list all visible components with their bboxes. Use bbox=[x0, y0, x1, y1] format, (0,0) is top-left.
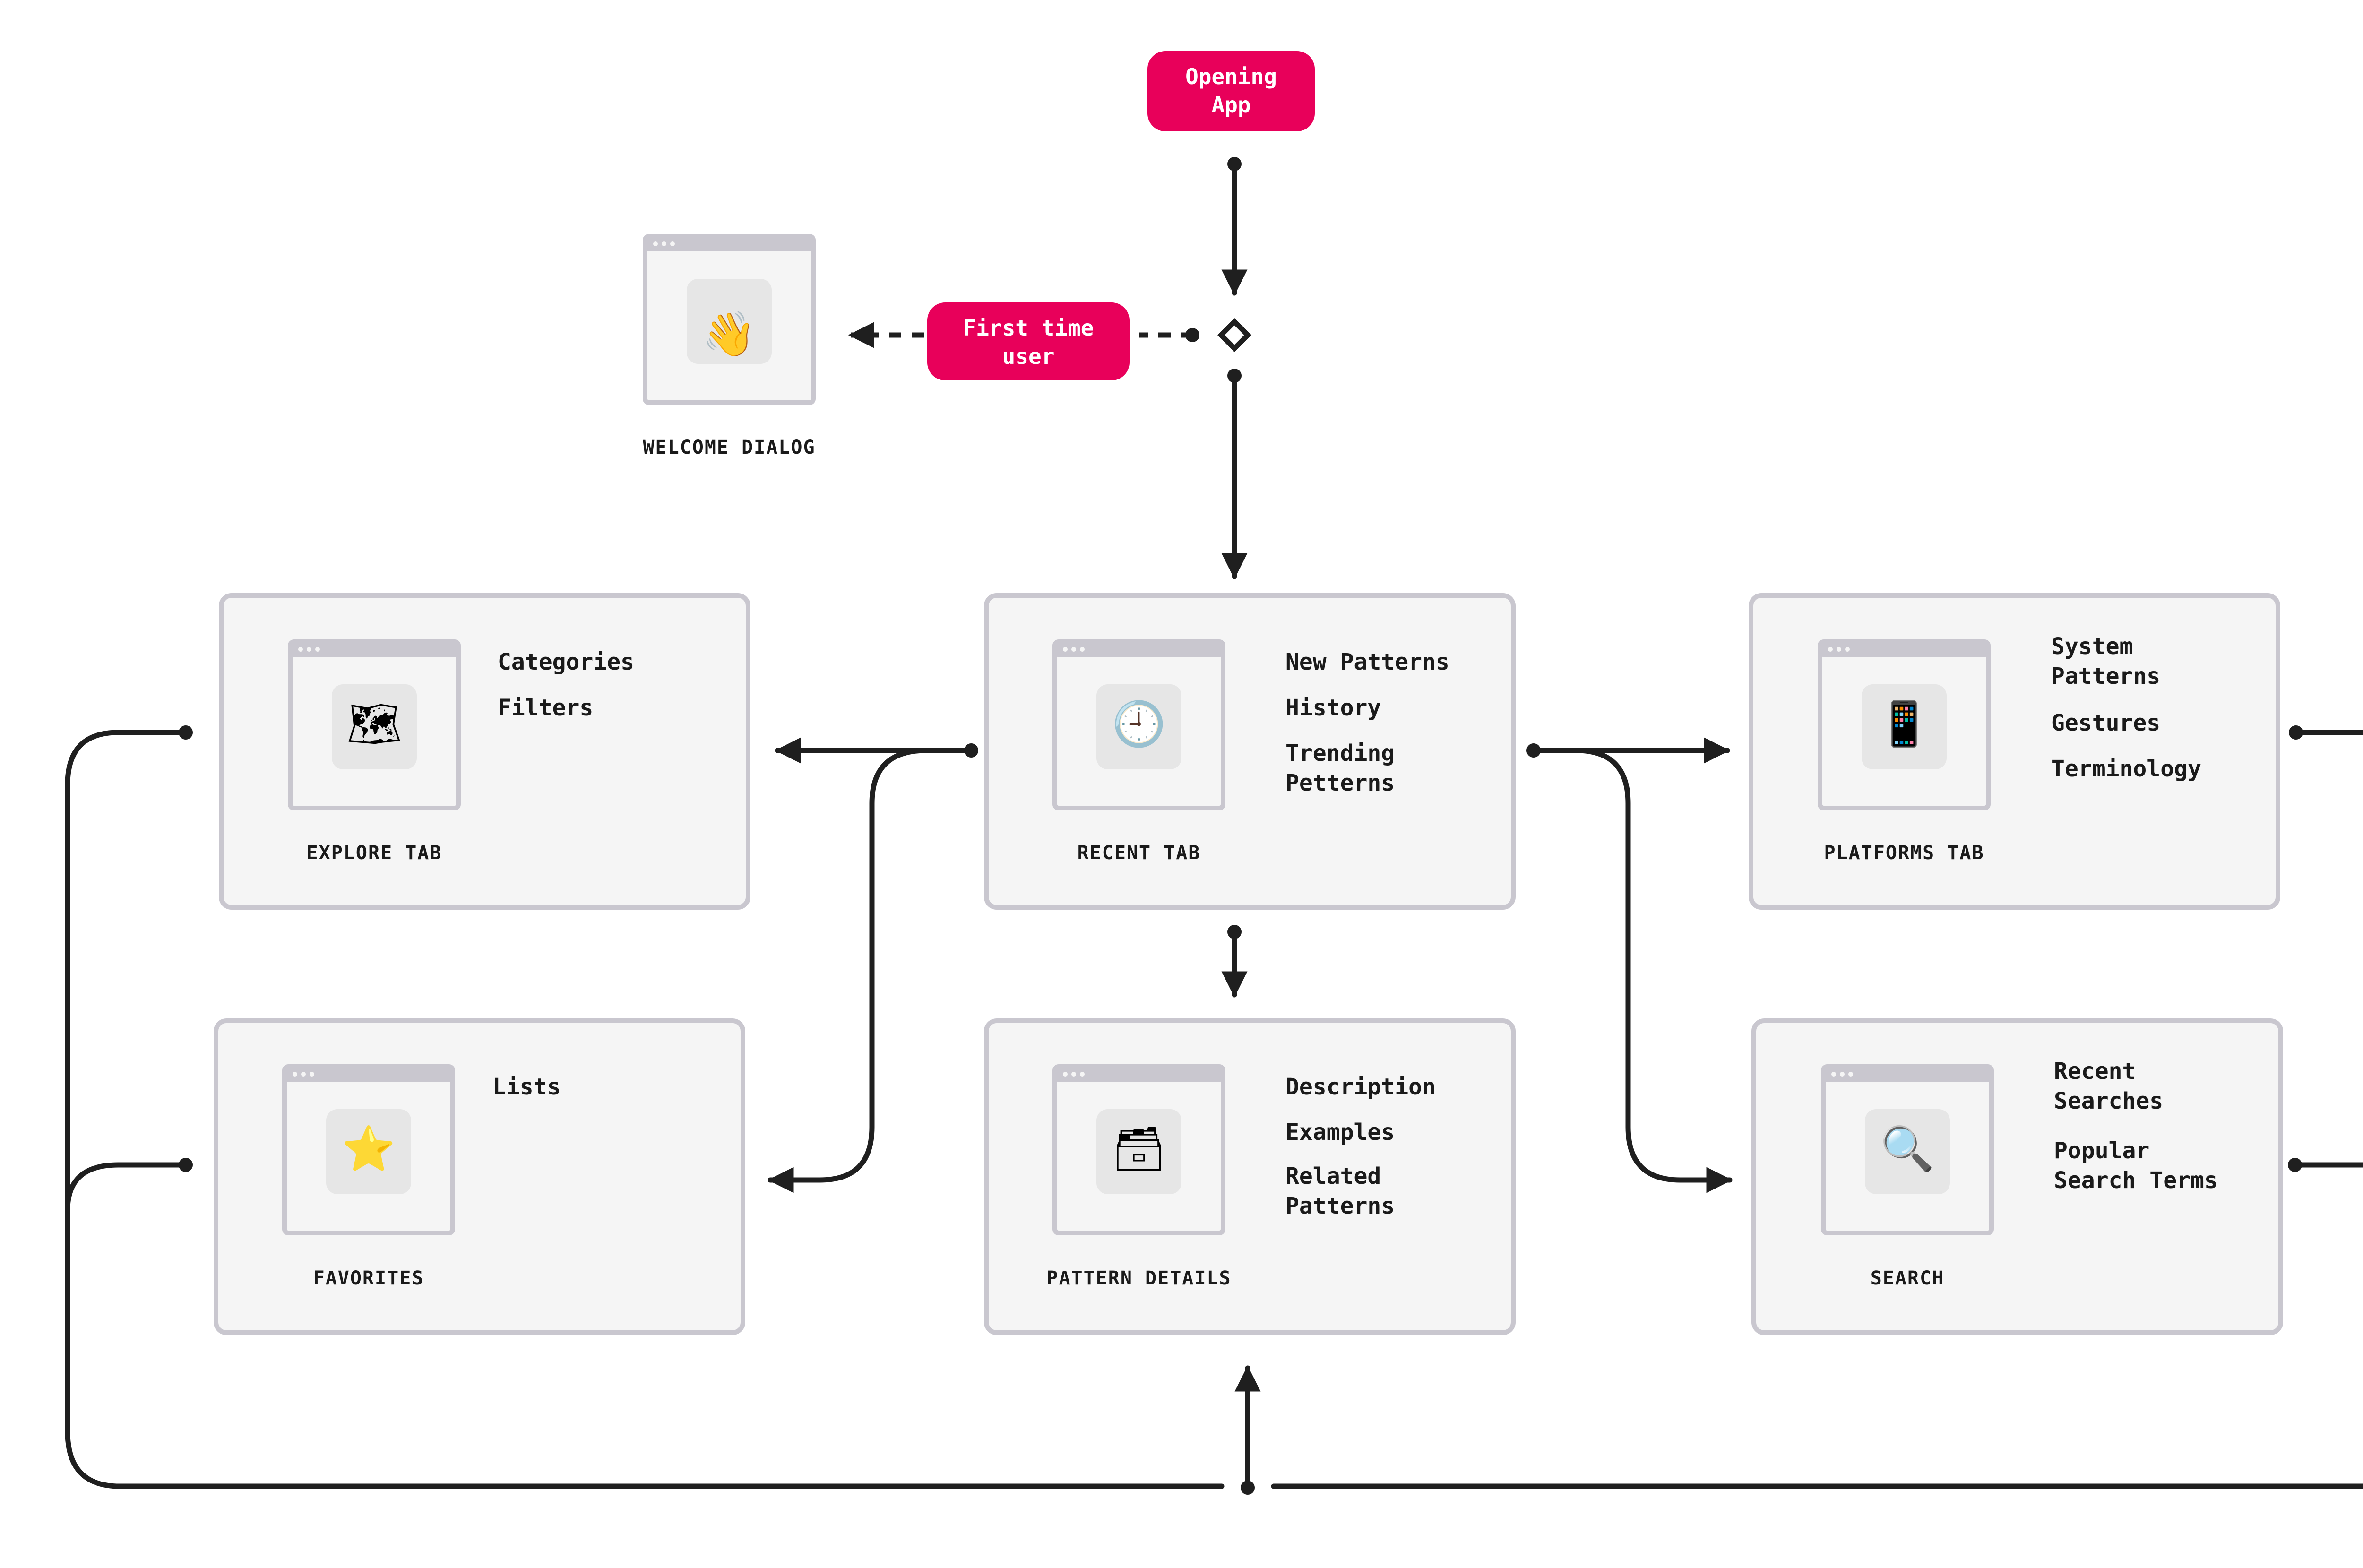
platforms-item-gestures: Gestures bbox=[2051, 710, 2160, 736]
explore-caption: EXPLORE TAB bbox=[307, 842, 442, 864]
recent-item-new-patterns: New Patterns bbox=[1285, 649, 1449, 675]
connectors bbox=[65, 163, 2363, 1489]
details-item-related: Related bbox=[1285, 1163, 1381, 1189]
search-card[interactable]: 🔍 SEARCH Recent Searches Popular Search … bbox=[1751, 1018, 2283, 1335]
explore-tab-card[interactable]: 🗺 EXPLORE TAB Categories Filters bbox=[219, 593, 750, 910]
details-item-patterns: Patterns bbox=[1285, 1193, 1395, 1219]
explore-item-filters: Filters bbox=[498, 695, 593, 721]
search-caption: SEARCH bbox=[1871, 1267, 1945, 1289]
connector-recent-to-search bbox=[1531, 748, 1733, 1193]
connector-dots bbox=[179, 157, 2303, 1495]
explore-item-categories: Categories bbox=[498, 649, 634, 675]
platforms-item-system: System bbox=[2051, 633, 2133, 660]
connector-explore-loop bbox=[65, 730, 1225, 1489]
recent-item-petterns: Petterns bbox=[1285, 770, 1395, 796]
pattern-details-caption: PATTERN DETAILS bbox=[1046, 1267, 1231, 1289]
waving-hand-icon: 👋 bbox=[702, 309, 757, 360]
recent-tab-card[interactable]: 🕘 RECENT TAB New Patterns History Trendi… bbox=[984, 593, 1516, 910]
platforms-caption: PLATFORMS TAB bbox=[1824, 842, 1984, 864]
search-item-searches: Searches bbox=[2054, 1088, 2163, 1114]
search-item-popular: Popular bbox=[2054, 1137, 2149, 1164]
search-item-recent: Recent bbox=[2054, 1058, 2136, 1085]
decision-diamond bbox=[1217, 318, 1252, 353]
start-pill: Opening App bbox=[1147, 51, 1315, 131]
mobile-phone-icon: 📱 bbox=[1877, 698, 1932, 749]
connector-favorites-loop bbox=[65, 1162, 189, 1213]
clock-icon: 🕘 bbox=[1112, 698, 1166, 749]
decision-label-line1: First time bbox=[963, 315, 1094, 341]
favorites-item-lists: Lists bbox=[492, 1074, 561, 1100]
details-item-examples: Examples bbox=[1285, 1119, 1395, 1146]
recent-caption: RECENT TAB bbox=[1078, 842, 1201, 864]
search-item-search-terms: Search Terms bbox=[2054, 1167, 2218, 1194]
magnifying-glass-icon: 🔍 bbox=[1880, 1121, 1935, 1174]
platforms-item-patterns: Patterns bbox=[2051, 663, 2160, 689]
platforms-item-terminology: Terminology bbox=[2051, 756, 2201, 782]
first-time-user-pill: First time user bbox=[927, 302, 1130, 380]
welcome-dialog[interactable]: 👋 WELCOME DIALOG bbox=[643, 236, 815, 458]
connector-search-loop bbox=[2292, 1162, 2363, 1168]
recent-item-trending: Trending bbox=[1285, 740, 1395, 767]
platforms-tab-card[interactable]: 📱 PLATFORMS TAB System Patterns Gestures… bbox=[1749, 593, 2280, 910]
recent-item-history: History bbox=[1285, 695, 1381, 721]
favorites-card[interactable]: ⭐ FAVORITES Lists bbox=[214, 1018, 745, 1335]
card-file-box-icon: 🗃 bbox=[1112, 1123, 1167, 1174]
start-label-line2: App bbox=[1211, 92, 1250, 118]
connector-recent-to-favorites bbox=[768, 748, 974, 1193]
map-icon: 🗺 bbox=[347, 698, 402, 749]
pattern-details-card[interactable]: 🗃 PATTERN DETAILS Description Examples R… bbox=[984, 1018, 1516, 1335]
favorites-caption: FAVORITES bbox=[313, 1267, 424, 1289]
start-label-line1: Opening bbox=[1185, 64, 1277, 89]
details-item-description: Description bbox=[1285, 1074, 1436, 1100]
welcome-caption: WELCOME DIALOG bbox=[643, 437, 815, 458]
decision-label-line2: user bbox=[1002, 344, 1055, 369]
star-icon: ⭐ bbox=[342, 1123, 396, 1174]
